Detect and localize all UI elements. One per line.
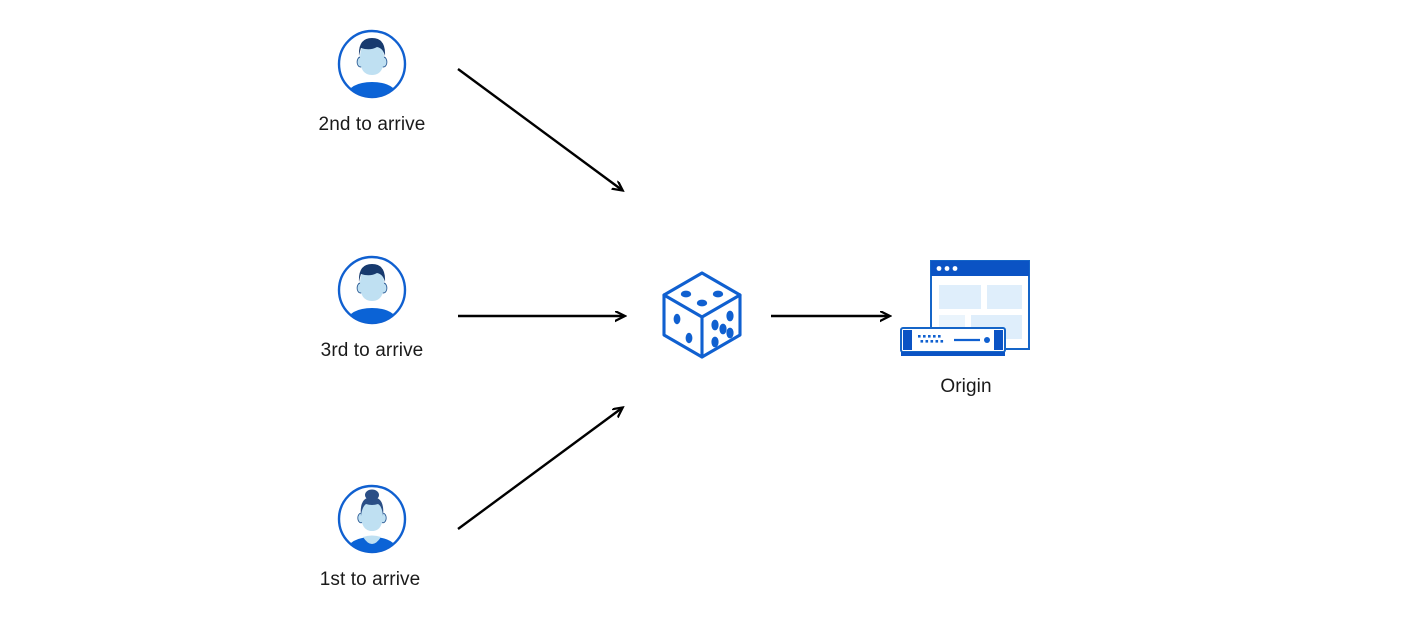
dice-icon — [657, 268, 747, 360]
user-avatar-icon — [336, 254, 408, 326]
client-label-1st: 1st to arrive — [319, 569, 421, 590]
origin-server-icon — [896, 258, 1036, 358]
origin-label: Origin — [940, 376, 992, 397]
client-label-3rd: 3rd to arrive — [320, 340, 424, 361]
user-avatar-icon — [336, 28, 408, 100]
user-avatar-icon — [336, 483, 408, 555]
arrow-1st-to-dice — [457, 408, 622, 530]
server-device-glyph — [900, 327, 1006, 356]
client-label-2nd: 2nd to arrive — [318, 114, 426, 135]
